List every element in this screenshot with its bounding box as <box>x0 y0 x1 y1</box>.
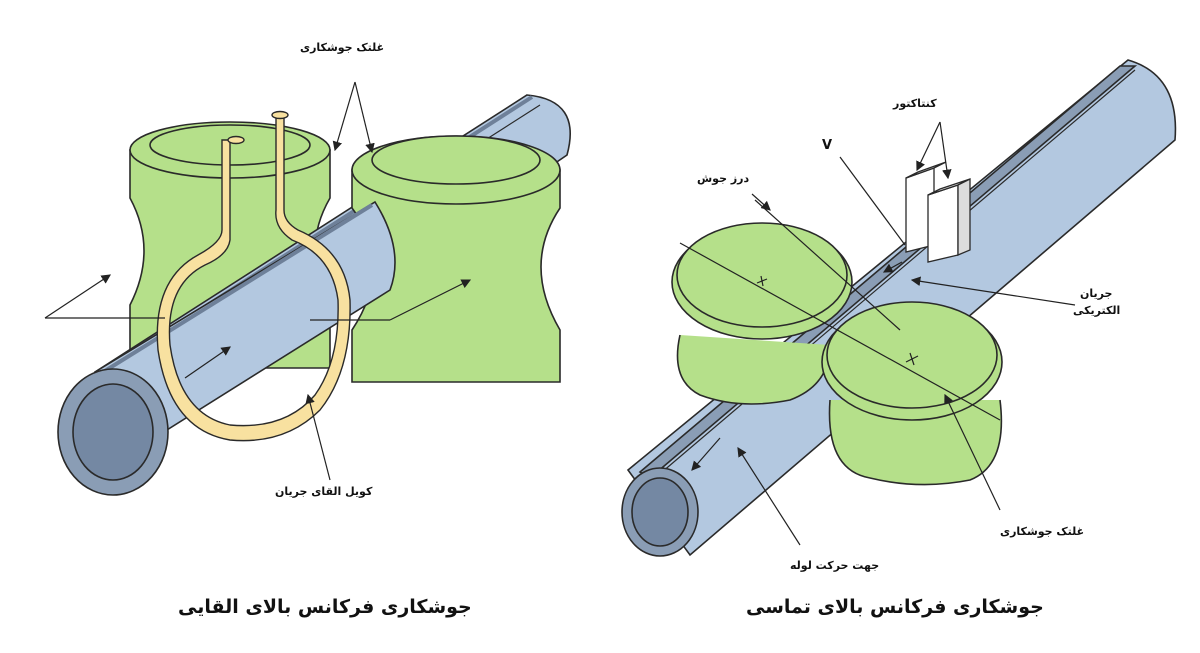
title-contact-welding: جوشکاری فرکانس بالای تماسی <box>746 596 1044 618</box>
label-weld-rollers-left: غلتک جوشکاری <box>300 41 385 54</box>
label-contactor: کنتاکتور <box>893 97 937 110</box>
label-current-line1: جریان <box>1080 287 1113 300</box>
right-weld-roller-2 <box>821 301 1003 486</box>
label-induction-coil: کویل القای جریان <box>275 485 373 498</box>
title-induction-welding: جوشکاری فرکانس بالای القایی <box>178 596 472 618</box>
label-pipe-direction: جهت حرکت لوله <box>790 559 880 572</box>
label-current-line2: الکتریکی <box>1073 304 1121 317</box>
right-contact-diagram <box>621 59 1177 557</box>
label-weld-seam: درز جوش <box>697 172 750 185</box>
contactor-blocks <box>905 161 971 263</box>
label-v-mark: V <box>822 138 833 153</box>
left-induction-diagram <box>44 81 571 496</box>
roller-center-marks <box>756 275 919 366</box>
right-annotation-lines <box>679 121 1076 546</box>
left-annotation-lines <box>44 81 472 481</box>
label-weld-roller-right: غلتک جوشکاری <box>1000 525 1085 538</box>
left-weld-roller-2 <box>351 135 561 383</box>
induction-coil <box>156 110 351 442</box>
